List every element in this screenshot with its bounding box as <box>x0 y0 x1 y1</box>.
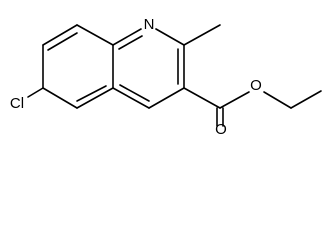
bond <box>219 91 250 109</box>
bond <box>263 91 292 109</box>
bond <box>119 84 150 102</box>
bond <box>27 87 44 98</box>
bond <box>183 24 221 46</box>
bond <box>76 87 114 109</box>
bond <box>47 32 78 51</box>
chlorine-atom-label: Cl <box>10 95 24 112</box>
bond <box>290 90 322 109</box>
molecule-diagram: N Cl O O <box>10 16 322 138</box>
bond-group <box>27 24 322 127</box>
nitrogen-atom-label: N <box>144 16 155 33</box>
bond <box>148 87 185 109</box>
bond <box>42 87 78 109</box>
carbonyl-oxygen-atom-label: O <box>215 121 227 138</box>
bond <box>76 85 107 102</box>
bond <box>42 24 78 46</box>
bond <box>183 87 221 109</box>
bond <box>76 24 114 46</box>
bond <box>118 35 143 50</box>
bond <box>112 28 142 46</box>
bond <box>155 28 185 46</box>
bond <box>112 87 150 109</box>
ester-oxygen-atom-label: O <box>250 77 262 94</box>
atom-label-group: N Cl O O <box>10 16 262 138</box>
